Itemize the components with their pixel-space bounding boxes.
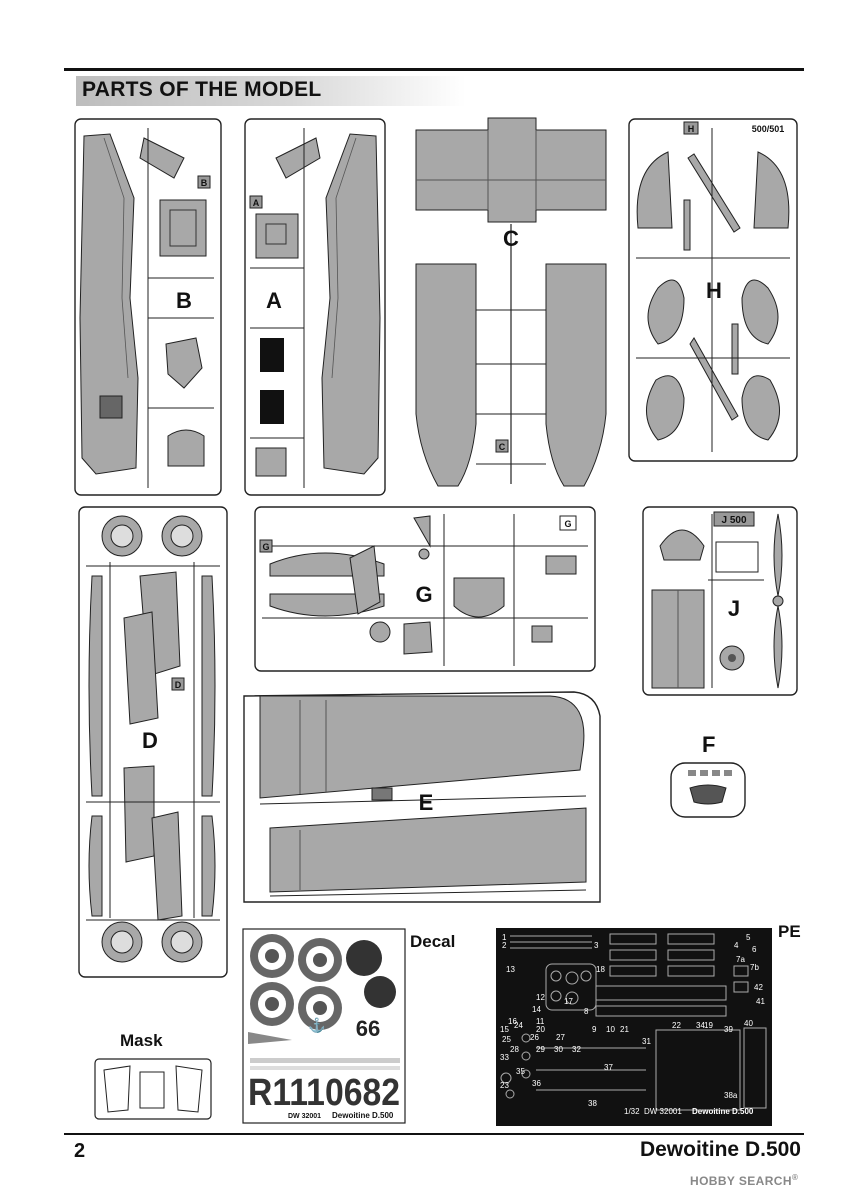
sprue-g-letter: G [415,582,432,607]
footer-title: Dewoitine D.500 [639,1138,801,1161]
svg-text:22: 22 [672,1021,681,1030]
watermark-brand: HOBBY SEARCH [690,1174,792,1188]
svg-text:19: 19 [704,1021,713,1030]
pe-code: DW 32001 [644,1107,682,1116]
svg-text:18: 18 [596,965,605,974]
header-band [76,76,466,106]
pe-scale: 1/32 [624,1107,640,1116]
sprue-h-tag: H [688,124,695,134]
svg-text:5: 5 [746,933,751,942]
svg-text:28: 28 [510,1045,519,1054]
sprue-a: A A [244,118,386,496]
svg-text:40: 40 [744,1019,753,1028]
sprue-j-code: J 500 [721,515,746,526]
mask-label: Mask [120,1031,163,1050]
svg-text:10: 10 [606,1025,615,1034]
svg-text:38: 38 [588,1099,597,1108]
sprue-b-tag: B [201,178,208,188]
svg-text:2: 2 [502,941,507,950]
svg-text:36: 36 [532,1079,541,1088]
svg-text:17: 17 [564,997,573,1006]
svg-text:34: 34 [696,1021,705,1030]
pe-label: PE [778,922,801,941]
sprue-g: G G G [254,506,596,672]
decal-name: Dewoitine D.500 [332,1111,394,1120]
sprue-e-letter: E [419,790,434,815]
decal-code: DW 32001 [288,1113,321,1120]
pe-name: Dewoitine D.500 [692,1107,754,1116]
svg-text:25: 25 [502,1035,511,1044]
footer-rule [64,1133,804,1135]
decal-serial: R1110682 [248,1072,400,1114]
svg-text:26: 26 [530,1033,539,1042]
sprue-f-letter: F [702,732,716,757]
svg-text:8: 8 [584,1007,589,1016]
sprue-j: J 500 J [642,506,798,696]
sprue-a-letter: A [266,288,282,313]
svg-text:15: 15 [500,1025,509,1034]
svg-text:14: 14 [532,1005,541,1014]
svg-text:24: 24 [514,1021,523,1030]
svg-text:23: 23 [500,1081,509,1090]
svg-text:16: 16 [508,1017,517,1026]
mask-sheet [94,1058,212,1120]
header-rule [64,68,804,71]
sprue-c-tag: C [499,442,506,452]
sprue-b-letter: B [176,288,192,313]
svg-text:7b: 7b [750,963,759,972]
svg-text:4: 4 [734,941,739,950]
decal-sheet: ⚓ 66 R1110682 DW 32001 Dewoitine D.500 [242,928,406,1124]
decal-number: 66 [356,1016,380,1041]
svg-text:41: 41 [756,997,765,1006]
svg-text:6: 6 [752,945,757,954]
svg-text:37: 37 [604,1063,613,1072]
svg-text:29: 29 [536,1045,545,1054]
sprue-d: D D [78,506,228,978]
svg-text:1: 1 [502,933,507,942]
watermark: HOBBY SEARCH® [690,1173,798,1188]
svg-text:7a: 7a [736,955,745,964]
sprue-j-letter: J [728,596,740,621]
sprue-g-tag: G [262,542,269,552]
sprue-h-letter: H [706,278,722,303]
decal-label: Decal [410,932,456,951]
svg-text:35: 35 [516,1067,525,1076]
svg-text:11: 11 [536,1017,545,1026]
svg-text:42: 42 [754,983,763,992]
svg-text:13: 13 [506,965,515,974]
sprue-e: E [240,686,610,912]
svg-text:27: 27 [556,1033,565,1042]
svg-text:32: 32 [572,1045,581,1054]
svg-text:33: 33 [500,1053,509,1062]
sprue-c-letter: C [503,226,519,251]
svg-text:30: 30 [554,1045,563,1054]
sprue-g-tag2: G [564,519,571,529]
svg-text:20: 20 [536,1025,545,1034]
svg-text:9: 9 [592,1025,597,1034]
svg-text:31: 31 [642,1037,651,1046]
page-number: 2 [74,1140,86,1162]
svg-text:21: 21 [620,1025,629,1034]
svg-text:3: 3 [594,941,599,950]
svg-text:38a: 38a [724,1091,738,1100]
svg-text:39: 39 [724,1025,733,1034]
sprue-a-tag: A [253,198,260,208]
sprue-d-tag: D [175,680,182,690]
sprue-c: C C [412,114,610,492]
watermark-mark: ® [791,1173,799,1182]
sprue-h: H 500/501 H [628,118,798,462]
sprue-f [670,762,746,818]
sprue-d-letter: D [142,728,158,753]
sprue-h-code: 500/501 [752,124,785,134]
svg-text:12: 12 [536,993,545,1002]
sprue-b: B B [74,118,222,496]
decal-anchor-icon: ⚓ [308,1017,325,1034]
page-title: PARTS OF THE MODEL [82,78,322,101]
